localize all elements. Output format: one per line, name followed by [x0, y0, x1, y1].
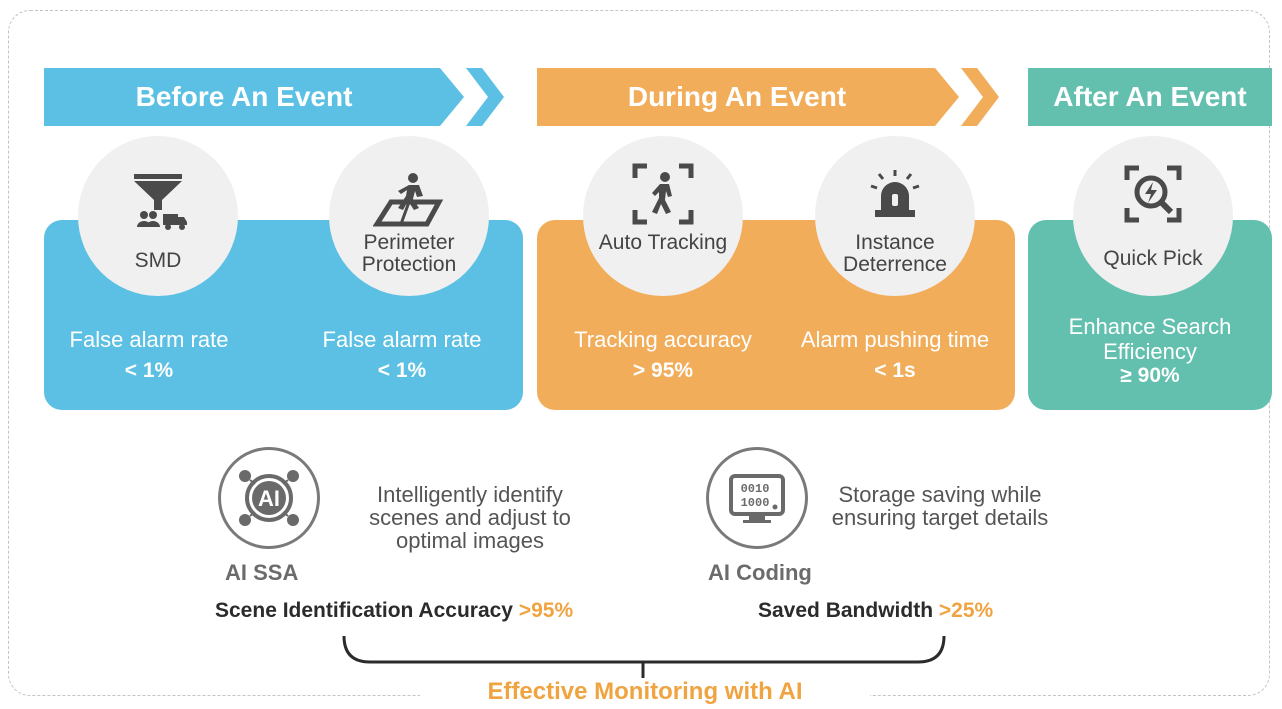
- ai-chip-icon: AI: [239, 470, 299, 526]
- perimeter-walker-icon: [373, 173, 444, 227]
- tracking-metric-value: > 95%: [632, 359, 694, 382]
- banner-after-title: After An Event: [1053, 81, 1247, 112]
- ai-ssa-stat: Scene Identification Accuracy >95%: [215, 599, 573, 623]
- ai-ssa-description: Intelligently identify scenes and adjust…: [369, 482, 571, 553]
- svg-text:1000: 1000: [741, 496, 770, 510]
- circle-perimeter-protection: Perimeter Protection: [329, 136, 489, 296]
- perimeter-metric-label: False alarm rate: [322, 327, 482, 352]
- quick-pick-label: Quick Pick: [1103, 247, 1203, 270]
- smd-metric-label: False alarm rate: [69, 327, 229, 352]
- banner-before-shape: [44, 68, 464, 126]
- tracking-metric-label: Tracking accuracy: [574, 327, 752, 352]
- deterrence-metric-label: Alarm pushing time: [800, 327, 990, 352]
- ai-ssa-title: AI SSA: [225, 560, 299, 585]
- ai-coding-stat-label: Saved Bandwidth: [758, 599, 934, 622]
- circle-instance-deterrence: Instance Deterrence: [815, 136, 975, 296]
- banner-before-chevron: [466, 68, 504, 126]
- smd-metric-value: < 1%: [124, 359, 174, 382]
- ai-coding-description: Storage saving while ensuring target det…: [831, 482, 1049, 530]
- ai-coding-stat: Saved Bandwidth >25%: [758, 599, 993, 623]
- ai-coding-stat-value: >25%: [938, 599, 994, 622]
- ai-ssa-stat-label: Scene Identification Accuracy: [215, 599, 513, 622]
- banner-during-shape: [537, 68, 959, 126]
- frame-gap: [420, 686, 870, 706]
- ai-ssa-ring: AI: [218, 447, 320, 549]
- circle-smd: SMD: [78, 136, 238, 296]
- search-lightning-icon: [1124, 165, 1182, 223]
- deterrence-metric-value: < 1s: [874, 359, 916, 382]
- circle-auto-tracking: Auto Tracking: [583, 136, 743, 296]
- perimeter-metric-value: < 1%: [377, 359, 427, 382]
- quick-pick-metric-value: ≥ 90%: [1120, 364, 1180, 387]
- person-frame-icon: [632, 163, 694, 225]
- instance-deterrence-label: Instance Deterrence: [843, 231, 947, 276]
- banner-during-title: During An Event: [627, 81, 847, 112]
- footer-title: Effective Monitoring with AI: [487, 678, 803, 705]
- smd-label: SMD: [134, 249, 182, 272]
- ai-chip-text: AI: [258, 486, 280, 511]
- perimeter-protection-label: Perimeter Protection: [361, 231, 457, 276]
- alarm-siren-icon: [870, 170, 920, 217]
- bracket-curve: [342, 635, 946, 664]
- banner-before-title: Before An Event: [135, 81, 353, 112]
- banner-after-shape: [1028, 68, 1272, 126]
- ai-coding-ring: 0010 1000: [706, 447, 808, 549]
- banner-during-chevron: [961, 68, 999, 126]
- circle-quick-pick: Quick Pick: [1073, 136, 1233, 296]
- auto-tracking-label: Auto Tracking: [598, 231, 728, 254]
- ai-ssa-stat-value: >95%: [518, 599, 574, 622]
- binary-monitor-icon: 0010 1000: [729, 474, 785, 523]
- ai-coding-title: AI Coding: [708, 560, 812, 585]
- svg-text:0010: 0010: [741, 482, 770, 496]
- quick-pick-metric-label: Enhance Search Efficiency: [1068, 314, 1232, 364]
- funnel-filter-icon: [134, 174, 187, 230]
